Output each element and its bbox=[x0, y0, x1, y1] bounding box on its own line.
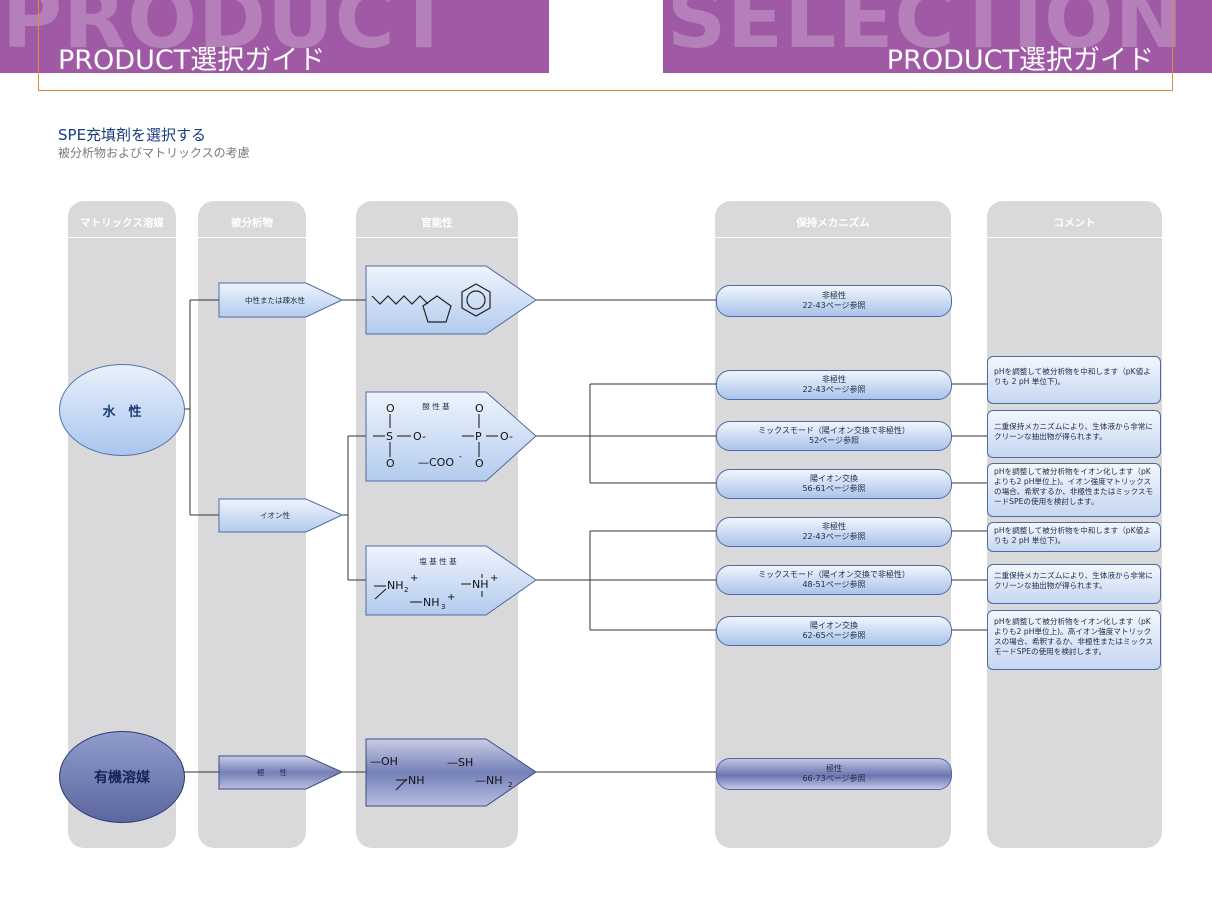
analyte-neutral-shape bbox=[218, 282, 344, 318]
column-header-matrix: マトリックス溶媒 bbox=[80, 217, 164, 229]
analyte-polar-label: 極 性 bbox=[257, 767, 287, 777]
secondary-amine-label: NH bbox=[408, 774, 425, 787]
header-rule-right bbox=[1172, 0, 1173, 91]
mechanism-pages: 52ページ参照 bbox=[808, 436, 860, 445]
analyte-ionic-label: イオン性 bbox=[260, 510, 290, 520]
analyte-ionic-shape bbox=[218, 498, 344, 533]
mechanism-pages: 22-43ページ参照 bbox=[802, 385, 866, 394]
column-header-comment: コメント bbox=[1053, 217, 1096, 229]
column-divider bbox=[987, 237, 1162, 238]
ammonium-nh3: NH bbox=[423, 596, 440, 609]
header-left: PRODUCT PRODUCT選択ガイド bbox=[0, 0, 549, 73]
mechanism-pages: 48-51ページ参照 bbox=[802, 580, 866, 589]
header-left-ghost-text: PRODUCT bbox=[2, 0, 453, 67]
analyte-neutral-label: 中性または疎水性 bbox=[245, 295, 305, 305]
comment-box: pHを調整して被分析物を中和します（pK値よりも 2 pH 単位下)。 bbox=[987, 522, 1161, 552]
mechanism-name: ミックスモード（陽イオン交換で非極性） bbox=[758, 570, 910, 579]
carboxylate-minus: - bbox=[459, 452, 462, 461]
mechanism-name: 極性 bbox=[826, 764, 842, 773]
mechanism-name: ミックスモード（陽イオン交換で非極性） bbox=[758, 426, 910, 435]
alkyl-chain-structure bbox=[371, 295, 452, 323]
mechanism-pages: 66-73ページ参照 bbox=[802, 774, 866, 783]
connector-lines bbox=[183, 299, 987, 773]
benzene-ring-structure bbox=[461, 283, 491, 317]
functional-polar-shape bbox=[365, 738, 537, 807]
header-right-ghost-text: SELECTION bbox=[667, 0, 1185, 67]
comment-box: pHを調整して被分析物を中和します（pK値よりも 2 pH 単位下)。 bbox=[987, 356, 1161, 404]
mechanism-mixed-mode-1: ミックスモード（陽イオン交換で非極性） 52ページ参照 bbox=[716, 421, 952, 451]
mechanism-pages: 22-43ページ参照 bbox=[802, 532, 866, 541]
amine-nh2-plus: + bbox=[410, 573, 418, 584]
mechanism-name: 陽イオン交換 bbox=[810, 621, 858, 630]
mechanism-cation-exchange-1: 陽イオン交換 56-61ページ参照 bbox=[716, 469, 952, 499]
thiol-label: —SH bbox=[447, 756, 473, 769]
ammonium-nh3-plus: + bbox=[447, 592, 455, 603]
mechanism-nonpolar-1: 非極性 22-43ページ参照 bbox=[716, 285, 952, 317]
column-divider bbox=[715, 237, 951, 238]
comment-box: 二重保持メカニズムにより、生体液から非常にクリーンな抽出物が得られます。 bbox=[987, 564, 1161, 604]
sulfonate-s: S bbox=[386, 430, 393, 443]
acidic-group-label: 酸 性 基 bbox=[422, 401, 450, 411]
page-subtitle: 被分析物およびマトリックスの考慮 bbox=[58, 146, 250, 160]
header-right-title: PRODUCT選択ガイド bbox=[886, 45, 1154, 73]
tertiary-amine-nh: NH bbox=[472, 578, 489, 591]
column-header-functional: 官能性 bbox=[421, 217, 453, 229]
header-left-title: PRODUCT選択ガイド bbox=[58, 45, 326, 73]
acidic-bonds bbox=[373, 414, 498, 457]
mechanism-polar: 極性 66-73ページ参照 bbox=[716, 758, 952, 790]
column-divider bbox=[356, 237, 518, 238]
tertiary-amine-plus: + bbox=[490, 573, 498, 584]
functional-nonpolar-shape bbox=[365, 265, 537, 335]
page-title: SPE充填剤を選択する bbox=[58, 126, 207, 144]
phosphate-o-top: O bbox=[475, 402, 484, 415]
analyte-polar-shape bbox=[218, 755, 344, 790]
mechanism-nonpolar-3: 非極性 22-43ページ参照 bbox=[716, 517, 952, 547]
mechanism-name: 非極性 bbox=[822, 291, 846, 300]
comment-box: 二重保持メカニズムにより、生体液から非常にクリーンな抽出物が得られます。 bbox=[987, 410, 1161, 458]
column-divider bbox=[198, 237, 306, 238]
matrix-aqueous: 水 性 bbox=[59, 364, 185, 456]
mechanism-pages: 56-61ページ参照 bbox=[802, 484, 866, 493]
basic-bonds bbox=[374, 574, 483, 603]
matrix-organic: 有機溶媒 bbox=[59, 731, 185, 823]
ammonium-nh3-sub: 3 bbox=[441, 603, 445, 611]
amine-nh2: NH bbox=[387, 579, 404, 592]
column-header-analyte: 被分析物 bbox=[231, 217, 273, 229]
header-right: SELECTION PRODUCT選択ガイド bbox=[663, 0, 1212, 73]
sulfonate-o-minus: O- bbox=[413, 430, 426, 443]
amine-nh2-sub: 2 bbox=[404, 586, 408, 594]
header-rule-left bbox=[38, 0, 39, 91]
basic-group-label: 塩 基 性 基 bbox=[419, 556, 457, 566]
primary-amine-label: —NH bbox=[475, 774, 503, 787]
mechanism-name: 陽イオン交換 bbox=[810, 474, 858, 483]
carboxylate-label: —COO bbox=[418, 456, 454, 469]
comment-box: pHを調整して被分析物をイオン化します（pKよりも2 pH単位上)。イオン強度マ… bbox=[987, 463, 1161, 517]
functional-acidic-shape bbox=[365, 391, 537, 482]
column-divider bbox=[68, 237, 176, 238]
comment-box: pHを調整して被分析物をイオン化します（pKよりも2 pH単位上)。高イオン強度… bbox=[987, 610, 1161, 670]
mechanism-pages: 62-65ページ参照 bbox=[802, 631, 866, 640]
sulfonate-o-bottom: O bbox=[386, 457, 395, 470]
phosphate-p: P bbox=[475, 430, 482, 443]
mechanism-pages: 22-43ページ参照 bbox=[802, 301, 866, 310]
mechanism-nonpolar-2: 非極性 22-43ページ参照 bbox=[716, 370, 952, 400]
sulfonate-o-top: O bbox=[386, 402, 395, 415]
phosphate-o-bottom: O bbox=[475, 457, 484, 470]
mechanism-mixed-mode-2: ミックスモード（陽イオン交換で非極性） 48-51ページ参照 bbox=[716, 565, 952, 595]
polar-bonds bbox=[395, 778, 408, 791]
phosphate-o-minus: O- bbox=[500, 430, 513, 443]
header-rule-bottom bbox=[38, 90, 1173, 91]
primary-amine-sub: 2 bbox=[508, 781, 512, 789]
mechanism-name: 非極性 bbox=[822, 522, 846, 531]
hydroxyl-label: —OH bbox=[370, 755, 398, 768]
cyclopentane-structure bbox=[422, 295, 452, 323]
mechanism-cation-exchange-2: 陽イオン交換 62-65ページ参照 bbox=[716, 616, 952, 646]
functional-basic-shape bbox=[365, 545, 537, 616]
column-header-mechanism: 保持メカニズム bbox=[796, 217, 870, 229]
mechanism-name: 非極性 bbox=[822, 375, 846, 384]
